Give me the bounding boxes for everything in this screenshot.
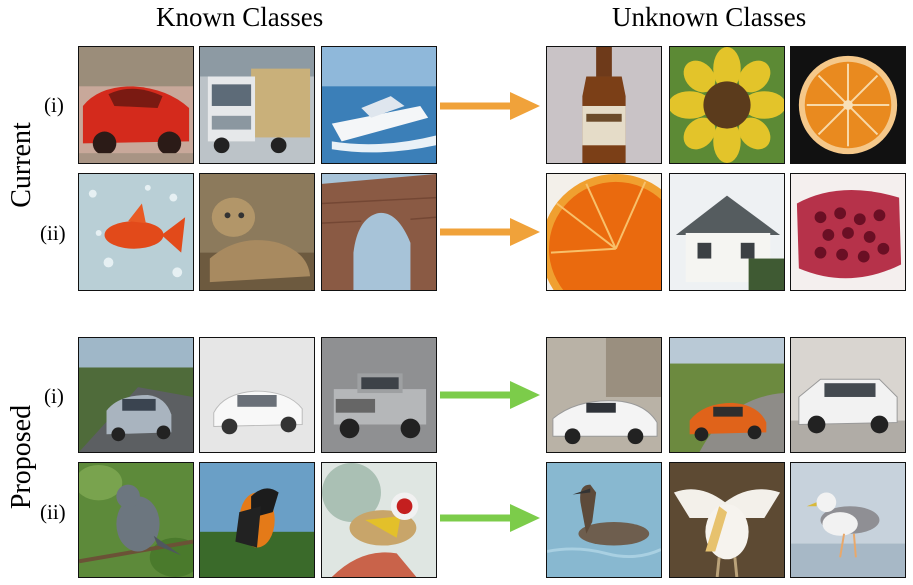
image-goldfinch — [321, 462, 437, 578]
section-label-proposed: Proposed — [6, 404, 37, 510]
image-gull — [790, 462, 906, 578]
row-label-current-ii: (ii) — [40, 221, 66, 245]
arrow-proposed-ii — [440, 500, 542, 536]
image-cougar — [199, 173, 315, 291]
row-label-proposed-i: (i) — [44, 384, 64, 408]
image-white-sedan — [199, 337, 315, 453]
image-white-suv — [790, 337, 906, 453]
section-label-current: Current — [6, 122, 37, 208]
unknown-classes-header: Unknown Classes — [612, 2, 807, 32]
image-orange-songbird — [199, 462, 315, 578]
image-silver-sedan — [78, 337, 194, 453]
known-classes-header: Known Classes — [156, 2, 324, 32]
image-orange-close-up — [546, 173, 662, 291]
row-label-proposed-ii: (ii) — [40, 500, 66, 524]
image-gray-bird — [78, 462, 194, 578]
image-stone-arch — [321, 173, 437, 291]
image-goldfish — [78, 173, 194, 291]
image-pelican — [669, 462, 785, 578]
arrow-current-i — [440, 88, 542, 124]
image-truck — [199, 46, 315, 164]
image-grebe — [546, 462, 662, 578]
image-orange-coupe — [669, 337, 785, 453]
image-white-sports-car — [546, 337, 662, 453]
image-pomegranate — [790, 173, 906, 291]
image-cottage — [669, 173, 785, 291]
image-beer-bottle — [546, 46, 662, 164]
arrow-proposed-i — [440, 377, 542, 413]
image-orange-slice — [790, 46, 906, 164]
image-red-car — [78, 46, 194, 164]
image-pickup-truck — [321, 337, 437, 453]
image-sunflower — [669, 46, 785, 164]
row-label-current-i: (i) — [44, 93, 64, 117]
image-boat — [321, 46, 437, 164]
arrow-current-ii — [440, 214, 542, 250]
